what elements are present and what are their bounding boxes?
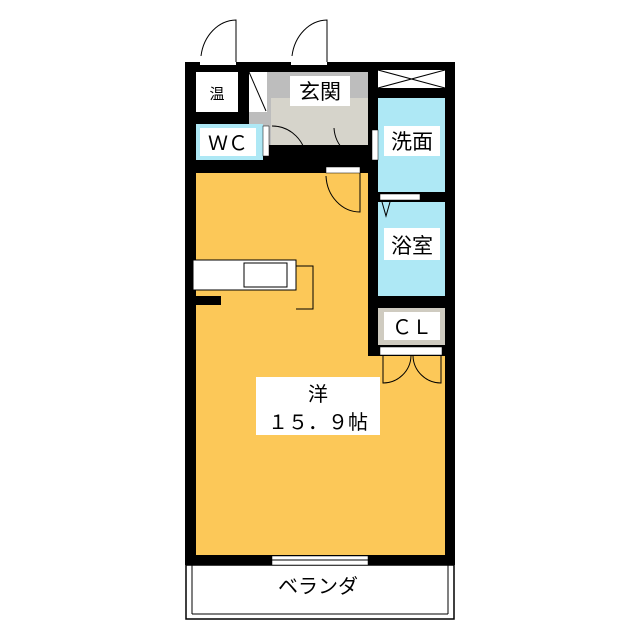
room-door-swing bbox=[325, 173, 361, 213]
closet-label: ＣＬ bbox=[392, 315, 432, 339]
heater-door[interactable] bbox=[200, 19, 237, 62]
closet-door-swing bbox=[382, 355, 442, 384]
label-bg bbox=[384, 312, 440, 340]
wc-label: ＷＣ bbox=[208, 131, 248, 155]
label-bg bbox=[384, 126, 440, 156]
wc-door-swing bbox=[271, 125, 307, 161]
western-room-label: 洋 bbox=[308, 382, 328, 406]
door-opening bbox=[200, 60, 236, 65]
bathroom-door[interactable] bbox=[379, 193, 421, 201]
label-bg bbox=[203, 81, 231, 105]
bathroom-label: 浴室 bbox=[391, 234, 433, 258]
bathroom-door-fold bbox=[381, 201, 391, 218]
balcony bbox=[185, 564, 455, 620]
label-bg bbox=[256, 377, 380, 435]
kitchen-sink bbox=[243, 262, 288, 288]
washroom-label: 洗面 bbox=[391, 130, 433, 154]
washroom-door-swing bbox=[333, 127, 369, 161]
wc-door[interactable] bbox=[262, 125, 270, 157]
room-door[interactable] bbox=[325, 166, 361, 174]
entrance-label: 玄関 bbox=[299, 80, 341, 104]
label-bg bbox=[290, 76, 350, 106]
exhaust-x bbox=[377, 69, 446, 89]
heater-label: 温 bbox=[209, 85, 224, 103]
entrance-door-opening bbox=[291, 60, 327, 65]
entrance-door[interactable] bbox=[291, 19, 328, 62]
balcony-label: ベランダ bbox=[278, 574, 358, 598]
shoe-box-line bbox=[248, 71, 267, 112]
kitchen-outline bbox=[296, 265, 314, 310]
label-bg bbox=[200, 128, 256, 156]
western-room bbox=[196, 173, 368, 555]
fridge-space bbox=[193, 296, 221, 305]
label-bg bbox=[384, 228, 440, 260]
western-room-size: １５．９帖 bbox=[268, 410, 368, 434]
washroom-door[interactable] bbox=[371, 129, 379, 161]
closet-door[interactable] bbox=[379, 346, 443, 356]
